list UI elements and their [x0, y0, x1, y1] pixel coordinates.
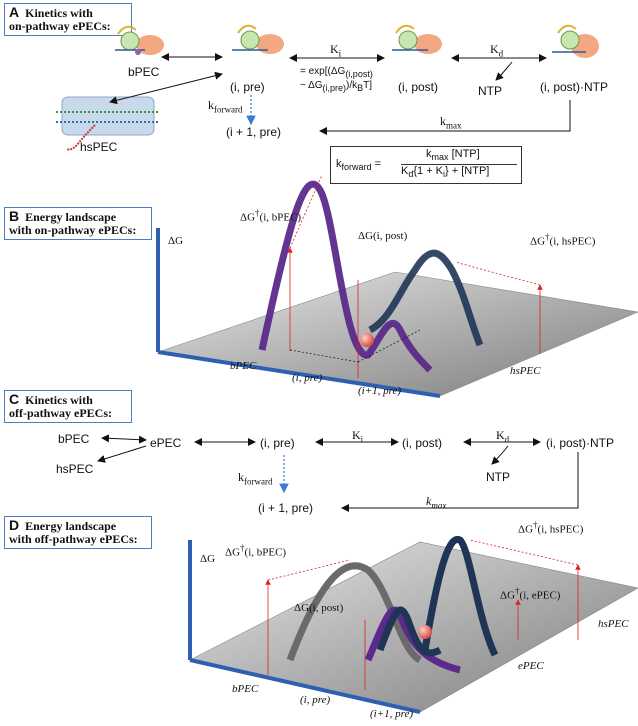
a-kd-label: Kd: [490, 42, 504, 59]
panel-b-bpec-curve: [258, 180, 433, 373]
a-ki-label: Ki: [330, 42, 342, 59]
ipre-rnap-icon: [232, 24, 284, 54]
a-ipre-label: (i, pre): [230, 80, 265, 94]
d-x-ipre: (i, pre): [300, 694, 331, 706]
c-ntp-label: NTP: [486, 470, 510, 484]
panel-b-floor: [157, 271, 638, 397]
panel-a-title-line2: on-pathway ePECs:: [9, 19, 111, 33]
d-dg-bpec: ΔG†(i, bPEC): [225, 543, 287, 559]
b-dg-bpec: ΔG†(i, bPEC): [240, 208, 302, 224]
panel-b-state-sphere: [360, 333, 374, 347]
eq-lhs: kforward =: [336, 158, 382, 173]
panel-d-epec-curve: [376, 606, 442, 657]
d-x-epec: ePEC: [518, 660, 544, 672]
b-x-ipre: (i, pre): [292, 372, 323, 384]
b-dg-post: ΔG(i, post): [358, 230, 408, 242]
a-ipost-label: (i, post): [398, 80, 439, 94]
d-dg-hspec: ΔG†(i, hsPEC): [518, 520, 584, 536]
panel-a-letter: A: [9, 4, 20, 20]
hspec-hairpin-icon: [56, 96, 160, 151]
b-x-bpec: bPEC: [230, 360, 257, 372]
c-next-label: (i + 1, pre): [258, 501, 314, 515]
a-ntp-label: NTP: [478, 84, 502, 98]
a-next-label: (i + 1, pre): [226, 125, 282, 139]
a-exp-line2: − ΔG(i,pre))/kBT]: [300, 80, 373, 93]
panel-d-bpec-curve: [286, 562, 423, 664]
c-kforward-label: kforward: [238, 470, 273, 487]
b-x-hspec: hsPEC: [510, 365, 541, 377]
c-kmax-label: kmax: [426, 494, 447, 511]
d-dg-epec: ΔG†(i, ePEC): [500, 586, 561, 602]
ipostntp-rnap-icon: [552, 24, 599, 58]
eq-numerator: kmax [NTP]: [426, 148, 480, 163]
c-bpec-label: bPEC: [58, 432, 90, 446]
a-kmax-label: kmax: [440, 114, 462, 131]
c-ipost-label: (i, post): [402, 436, 443, 450]
a-kforward-label: kforward: [208, 98, 243, 115]
c-ki-label: Ki: [352, 428, 364, 445]
panel-a-title: A Kinetics with on-pathway ePECs:: [4, 3, 132, 36]
panel-b-hspec-curve: [368, 249, 484, 347]
ipost-rnap-icon: [392, 24, 442, 54]
d-dg-axis: ΔG: [200, 553, 216, 565]
a-exp-line1: = exp[(ΔG(i,post): [300, 66, 373, 79]
c-ipre-label: (i, pre): [260, 436, 295, 450]
panel-a-title-line1: Kinetics with: [25, 6, 93, 20]
d-dg-post: ΔG(i, post): [294, 602, 344, 614]
panel-d-ipre-curve: [364, 606, 461, 674]
eq-fraction-bar: [401, 164, 517, 165]
eq-denominator: Kd{1 + Ki} + [NTP]: [401, 165, 490, 180]
d-x-bpec: bPEC: [232, 683, 259, 695]
b-dg-hspec: ΔG†(i, hsPEC): [530, 232, 596, 248]
a-bpec-label: bPEC: [128, 65, 160, 79]
d-x-hspec: hsPEC: [598, 618, 629, 630]
b-dg-axis: ΔG: [168, 235, 184, 247]
d-x-inext: (i+1, pre): [370, 708, 414, 720]
c-epec-label: ePEC: [150, 436, 182, 450]
c-ipostntp-label: (i, post)·NTP: [546, 436, 615, 450]
kforward-equation: kforward = kmax [NTP] Kd{1 + Ki} + [NTP]: [330, 146, 522, 184]
panel-d-state-sphere: [418, 625, 432, 639]
b-x-inext: (i+1, pre): [358, 385, 402, 397]
panel-d-hspec-curve: [421, 535, 499, 657]
c-hspec-label: hsPEC: [56, 462, 94, 476]
c-kd-label: Kd: [496, 428, 510, 445]
a-hspec-label: hsPEC: [80, 140, 118, 154]
a-ipostntp-label: (i, post)·NTP: [540, 80, 609, 94]
bpec-rnap-icon: [115, 25, 164, 55]
